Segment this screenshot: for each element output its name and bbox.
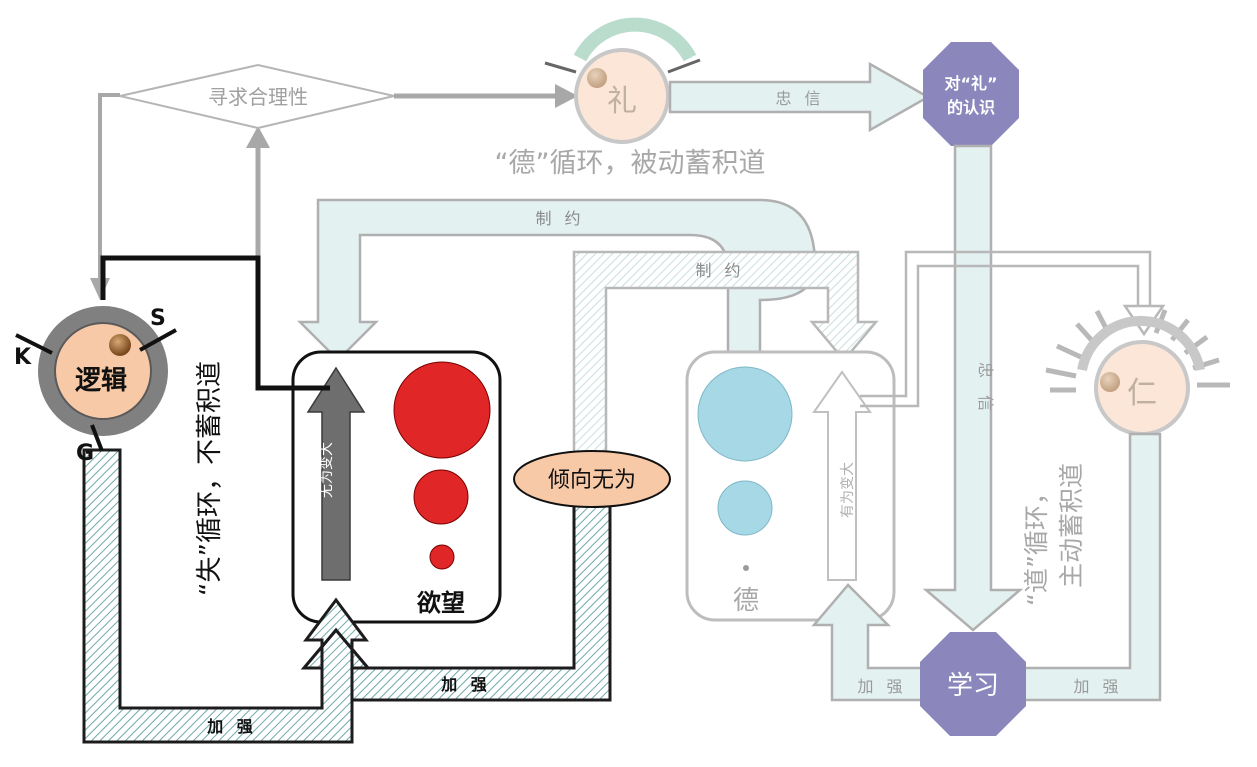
logic-node: 逻辑 K S G <box>14 306 177 466</box>
learning-octagon <box>920 632 1026 736</box>
dao-cycle-line2: 主动蓄积道 <box>1057 463 1086 588</box>
ren-label: 仁 <box>1127 376 1157 411</box>
youwei-grow-arrow <box>812 370 872 581</box>
jiaqiang-2-pipe <box>300 498 612 702</box>
virtue-circle-large <box>697 366 793 462</box>
logic-mark-k: K <box>14 345 32 370</box>
logic-label: 逻辑 <box>75 366 127 396</box>
youwei-grow-label: 有为变大 <box>840 462 856 518</box>
zhiyue-outer-pipe <box>296 198 817 362</box>
seek-rationality-lines <box>90 84 578 300</box>
jiaqiang-3-pipe <box>811 583 932 702</box>
jiaqiang-2-label: 加 强 <box>440 675 491 694</box>
seek-rationality-label: 寻求合理性 <box>208 85 308 109</box>
virtue-circle-medium <box>717 480 773 536</box>
seek-rationality-diamond <box>119 63 395 130</box>
zhongxin-vertical-arrow <box>922 144 1024 632</box>
wuwei-grow-arrow <box>306 366 366 581</box>
zhongxin-top-arrow <box>668 61 931 133</box>
zhongxin-vertical-label: 忠 信 <box>976 362 995 417</box>
shi-cycle-caption: “失”循环，不蓄积道 <box>195 361 225 596</box>
jiaqiang-4-label: 加 强 <box>1073 677 1122 696</box>
wuwei-grow-label: 无为变大 <box>319 442 335 498</box>
ren-node: 仁 <box>1045 309 1230 436</box>
tend-wuwei-label: 倾向无为 <box>548 468 636 493</box>
recognition-line1: 对“礼” <box>944 74 997 93</box>
jiaqiang-3-label: 加 强 <box>857 677 906 696</box>
desire-circle-large <box>393 361 491 459</box>
zhiyue-1-label: 制 约 <box>535 209 584 228</box>
dao-cycle-line1: “道”循环， <box>1022 480 1051 606</box>
li-node: 礼 <box>544 17 701 144</box>
learning-label: 学习 <box>947 671 999 701</box>
logic-mark-s: S <box>150 306 166 331</box>
tend-wuwei-ellipse <box>513 450 671 508</box>
desire-label: 欲望 <box>416 589 465 617</box>
zhiyue-2-label: 制 约 <box>695 261 744 280</box>
zhongxin-top-label: 忠 信 <box>775 89 824 108</box>
virtue-circle-dot <box>743 565 749 571</box>
recognition-octagon <box>923 42 1019 146</box>
desire-circle-medium <box>413 469 469 525</box>
zhiyue-inner-pipe <box>572 250 879 470</box>
virtue-label: 德 <box>733 586 759 616</box>
li-label: 礼 <box>607 84 637 119</box>
logic-mark-g: G <box>76 441 94 466</box>
logic-loop-line <box>100 255 330 391</box>
de-cycle-caption: “德”循环，被动蓄积道 <box>495 148 766 179</box>
recognition-line2: 的认识 <box>947 98 995 117</box>
jiaqiang-1-label: 加 强 <box>206 717 257 736</box>
desire-circle-small <box>429 544 455 570</box>
